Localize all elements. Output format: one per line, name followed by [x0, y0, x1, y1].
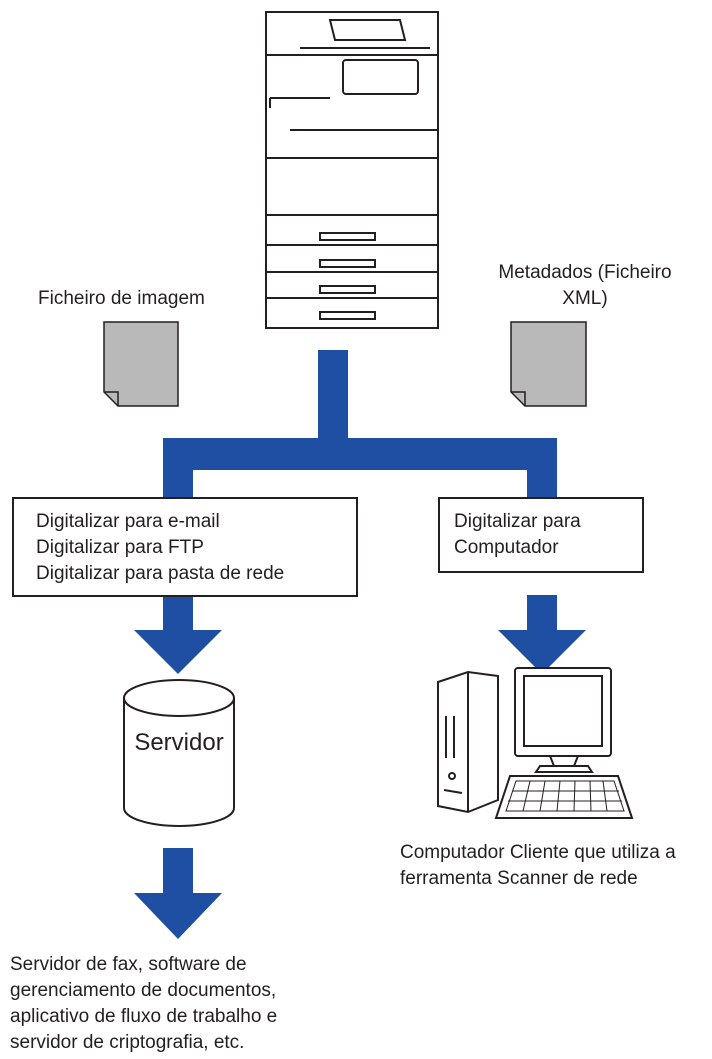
multifunction-printer-icon [265, 11, 439, 329]
flow-connector [163, 350, 557, 498]
scan-to-computer-box: Digitalizar para Computador [438, 497, 644, 573]
client-computer-icon [437, 667, 634, 819]
server-icon [123, 679, 235, 827]
metadata-xml-document-icon [510, 321, 587, 407]
image-file-document-icon [103, 321, 179, 407]
arrow-to-destinations [134, 848, 222, 939]
scan-to-computer-line-2: Computador [454, 537, 559, 558]
arrow-to-client-pc [498, 595, 586, 674]
scan-to-ftp-label: Digitalizar para FTP [36, 537, 204, 558]
scan-destinations-box: Digitalizar para e-mail Digitalizar para… [12, 497, 358, 597]
arrow-to-server [134, 595, 222, 674]
scan-to-email-label: Digitalizar para e-mail [36, 511, 220, 532]
client-computer-caption: Computador Cliente que utiliza a ferrame… [400, 842, 676, 889]
metadata-label: Metadados (Ficheiro XML) [498, 262, 672, 309]
server-label: Servidor [134, 729, 224, 756]
destinations-caption: Servidor de fax, software de gerenciamen… [10, 954, 278, 1053]
image-file-label: Ficheiro de imagem [38, 288, 205, 309]
scan-to-network-folder-label: Digitalizar para pasta de rede [36, 563, 285, 584]
scan-to-computer-line-1: Digitalizar para [454, 511, 581, 532]
